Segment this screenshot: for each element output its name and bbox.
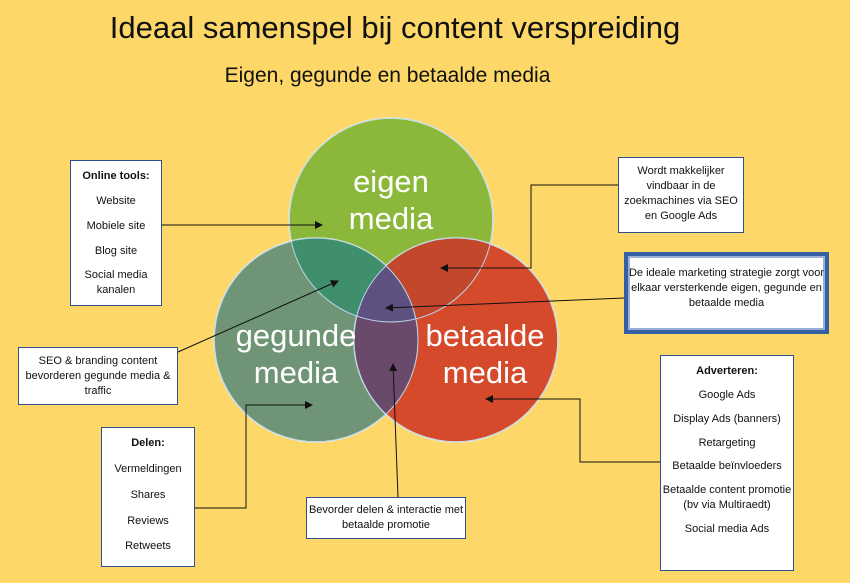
delen-heading: Delen: [131, 437, 165, 449]
eigen-label-1: eigen [353, 164, 429, 199]
diagram-title: Ideaal samenspel bij content verspreidin… [109, 10, 681, 45]
arrow-adverteren [485, 395, 660, 463]
delen-item: Reviews [127, 514, 169, 527]
eigen-betaalde-overlap [354, 238, 493, 322]
adverteren-box: Adverteren: Google Ads Display Ads (bann… [660, 355, 794, 571]
adverteren-heading: Adverteren: [696, 365, 758, 377]
arrow-seo [177, 280, 339, 353]
arrow-promo [389, 363, 399, 498]
betaalde-label-2: media [443, 355, 528, 390]
online-tools-heading: Online tools: [82, 170, 150, 182]
delen-box: Delen: Vermeldingen Shares Reviews Retwe… [101, 427, 195, 567]
arrow-delen [178, 401, 313, 509]
vindbaar-box: Wordt makkelijker vindbaar in de zoekmac… [618, 157, 744, 233]
delen-item: Vermeldingen [114, 462, 182, 475]
adverteren-item: Social media Ads [684, 522, 770, 535]
online-tools-item: Social media kanalen [84, 269, 148, 297]
vindbaar-box-text: Wordt makkelijker vindbaar in de zoekmac… [624, 165, 738, 222]
delen-item: Retweets [125, 540, 171, 553]
online-tools-item: Website [96, 194, 136, 207]
adverteren-item: Betaalde beïnvloeders [672, 460, 782, 473]
eigen-gegunde-overlap [289, 238, 418, 322]
delen-item: Shares [130, 488, 166, 501]
seo-box-text: SEO & branding content bevorderen gegund… [25, 355, 171, 397]
adverteren-item: Google Ads [698, 388, 756, 401]
gegunde-label-2: media [254, 355, 339, 390]
adverteren-item: Display Ads (banners) [673, 412, 781, 425]
seo-box: SEO & branding content bevorderen gegund… [18, 347, 178, 405]
promo-box: Bevorder delen & interactie met betaalde… [306, 497, 466, 539]
arrow-strategie [385, 297, 625, 312]
online-tools-item: Blog site [94, 244, 138, 257]
betaalde-label-1: betaalde [426, 318, 545, 353]
online-tools-item: Mobiele site [86, 219, 146, 232]
promo-box-text: Bevorder delen & interactie met betaalde… [308, 504, 464, 531]
eigen-label-2: media [349, 201, 434, 236]
strategie-box-text: De ideale marketing strategie zorgt voor… [628, 267, 825, 309]
adverteren-item: Betaalde content promotie (bv via Multir… [662, 484, 792, 512]
arrow-vindbaar [440, 184, 618, 272]
online-tools-box: Online tools: Website Mobiele site Blog … [70, 160, 162, 306]
gegunde-label-1: gegunde [236, 318, 357, 353]
adverteren-item: Retargeting [698, 436, 756, 449]
diagram-subtitle: Eigen, gegunde en betaalde media [224, 64, 551, 87]
strategie-box: De ideale marketing strategie zorgt voor… [624, 252, 829, 334]
